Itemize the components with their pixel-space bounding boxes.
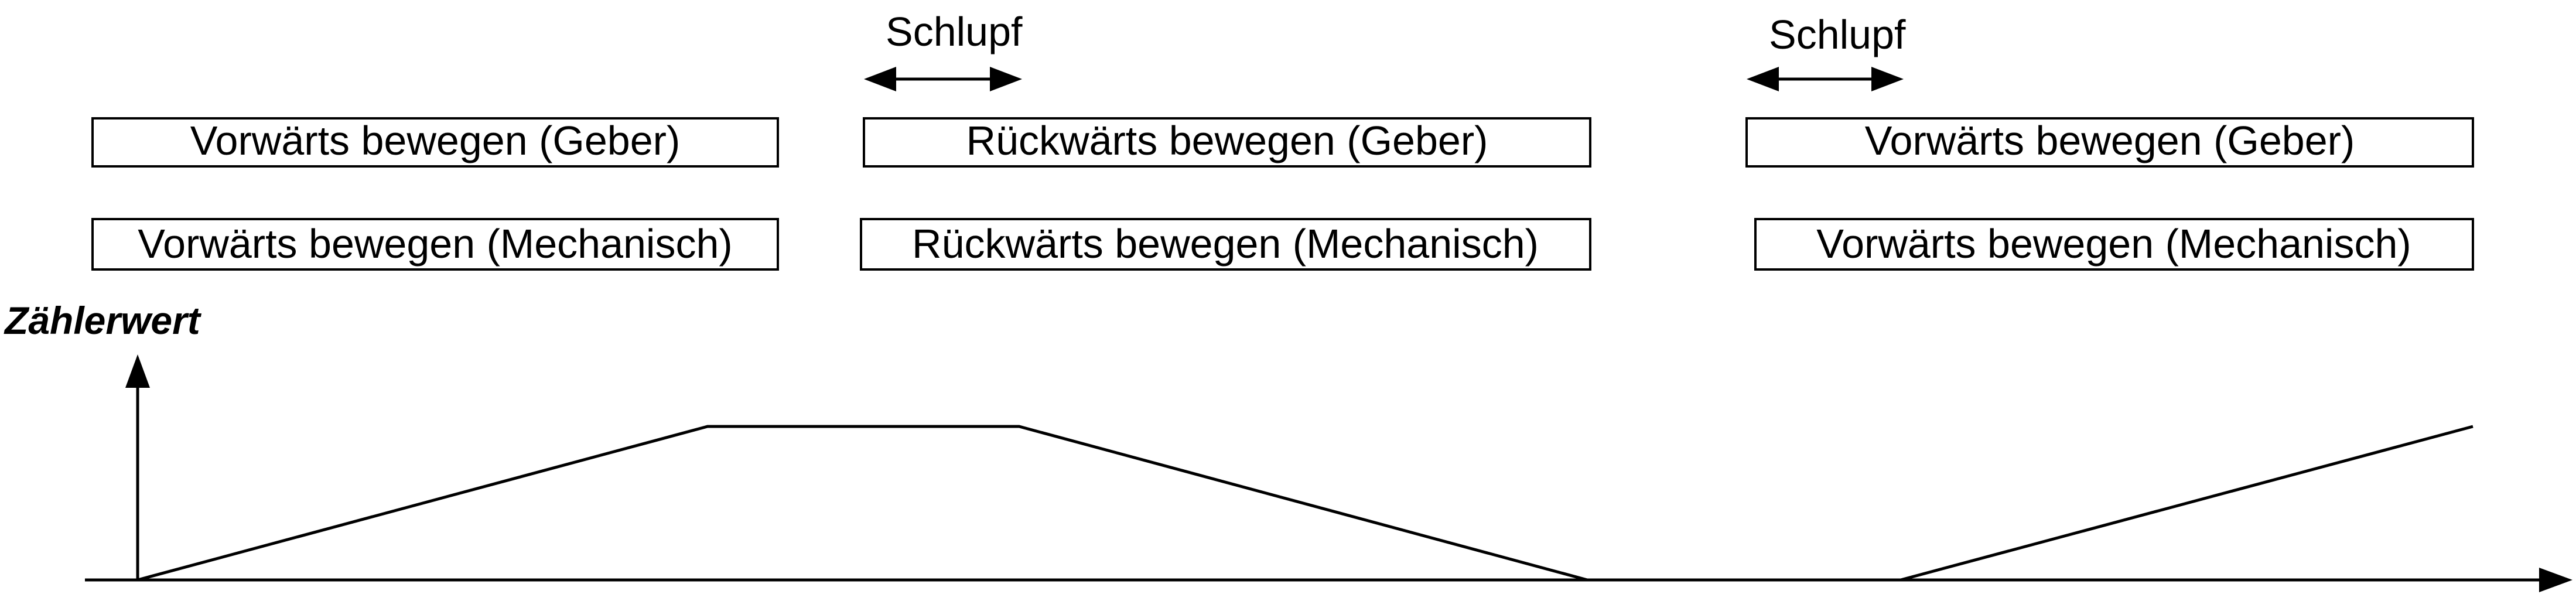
encoder-movement-label-3: Vorwärts bewegen (Geber) — [1865, 118, 2355, 163]
mechanical-movement-box-3: Vorwärts bewegen (Mechanisch) — [1754, 218, 2474, 271]
slip-arrow-right-1 — [990, 67, 1022, 91]
slip-annotation-1: Schlupf — [864, 9, 1023, 91]
slip-arrow-right-2 — [1871, 67, 1904, 91]
encoder-movement-box-3: Vorwärts bewegen (Geber) — [1745, 117, 2474, 168]
y-axis-arrow — [125, 354, 150, 388]
y-axis — [125, 354, 150, 580]
mechanical-movement-label-1: Vorwärts bewegen (Mechanisch) — [138, 221, 732, 267]
slip-label-1: Schlupf — [886, 9, 1023, 54]
encoder-movement-box-1: Vorwärts bewegen (Geber) — [91, 117, 779, 168]
slip-arrow-left-1 — [864, 67, 896, 91]
slip-annotation-2: Schlupf — [1747, 12, 1906, 91]
slip-label-2: Schlupf — [1769, 12, 1906, 57]
mechanical-movement-label-3: Vorwärts bewegen (Mechanisch) — [1816, 221, 2411, 267]
encoder-movement-box-2: Rückwärts bewegen (Geber) — [863, 117, 1591, 168]
encoder-movement-label-2: Rückwärts bewegen (Geber) — [966, 118, 1488, 163]
x-axis-arrow — [2539, 568, 2572, 592]
mechanical-movement-box-1: Vorwärts bewegen (Mechanisch) — [91, 218, 779, 271]
encoder-movement-label-1: Vorwärts bewegen (Geber) — [190, 118, 681, 163]
mechanical-movement-label-2: Rückwärts bewegen (Mechanisch) — [912, 221, 1539, 267]
x-axis — [85, 568, 2572, 592]
y-axis-title: Zählerwert — [4, 299, 202, 342]
mechanical-movement-box-2: Rückwärts bewegen (Mechanisch) — [860, 218, 1591, 271]
slip-arrow-left-2 — [1747, 67, 1779, 91]
counter-value-profile — [137, 425, 2473, 582]
